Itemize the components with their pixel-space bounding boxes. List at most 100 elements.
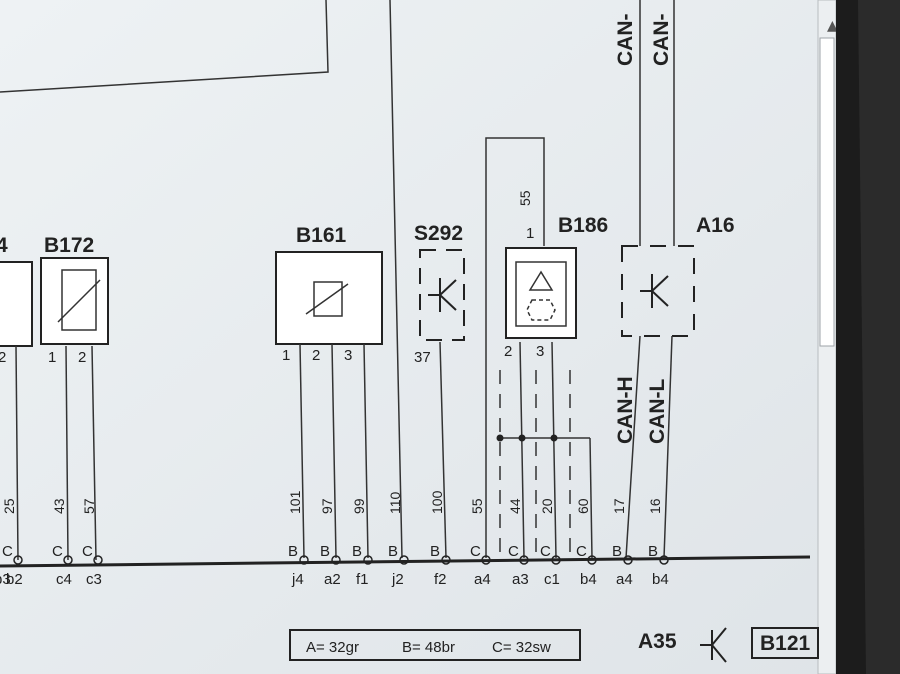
component-b172: B172 1 2	[40, 234, 109, 561]
connector-dot	[363, 555, 373, 565]
svg-text:37: 37	[414, 349, 431, 366]
svg-text:55: 55	[517, 190, 533, 206]
wire-pin-letter: B	[430, 543, 440, 560]
terminal-label: b4	[652, 571, 669, 588]
wire-number: 44	[507, 498, 523, 514]
top-frame-box	[0, 0, 329, 93]
can-h-label: CAN-H	[614, 376, 637, 444]
wire-pin-letter: C	[540, 543, 551, 560]
wire-number: 20	[539, 498, 555, 514]
wire-number: 55	[469, 498, 485, 514]
wire-number: 60	[575, 498, 591, 514]
wire-pin-letter: B	[648, 543, 658, 560]
svg-text:2: 2	[504, 343, 512, 360]
scroll-up-arrow-icon[interactable]: ▲	[827, 18, 838, 34]
wire-number: 97	[319, 498, 335, 514]
wire-pin-letter: B	[388, 543, 398, 560]
wire-pin-letter: B	[288, 543, 298, 560]
terminal-label: a4	[474, 571, 491, 588]
svg-text:2: 2	[0, 349, 6, 366]
terminal-label: b4	[580, 571, 597, 588]
connector-dot	[623, 555, 633, 565]
bezel-highlight	[858, 0, 900, 674]
wire-number: 100	[429, 490, 445, 514]
wire-number: 57	[81, 498, 97, 514]
svg-text:3: 3	[344, 347, 352, 364]
connector-dot	[481, 555, 491, 565]
terminal-left-edge: b3	[0, 571, 11, 588]
svg-text:1: 1	[282, 347, 290, 364]
svg-text:A= 32gr: A= 32gr	[306, 639, 359, 656]
wire-number: 99	[351, 498, 367, 514]
wire-pin-letter: C	[82, 543, 93, 560]
svg-text:1: 1	[526, 225, 534, 242]
can-top-label-1: CAN-	[614, 14, 637, 67]
wire-number: 25	[1, 498, 17, 514]
connector-dot	[399, 555, 409, 565]
wire-legend: A= 32gr B= 48br C= 32sw	[289, 629, 581, 661]
connector-dot	[551, 555, 561, 565]
bus-line	[0, 555, 811, 568]
wire-number: 43	[51, 498, 67, 514]
wire-number: 110	[387, 491, 403, 514]
top-long-wire	[389, 0, 403, 559]
terminal-label: f1	[356, 571, 369, 588]
wire-pin-letter: B	[320, 543, 330, 560]
wire-number: 101	[287, 490, 303, 514]
component-s292: S292 37	[414, 222, 465, 559]
component-b121: B121	[751, 627, 819, 659]
svg-text:B= 48br: B= 48br	[402, 639, 455, 656]
wire-pin-letter: C	[470, 543, 481, 560]
s292-label: S292	[414, 222, 463, 245]
a35-label: A35	[638, 630, 677, 653]
vertical-scrollbar[interactable]: ▲	[817, 0, 838, 674]
connector-dot	[93, 555, 103, 565]
component-a16: A16	[621, 0, 735, 559]
junction-dot	[550, 434, 558, 442]
wire-pin-letter: C	[2, 543, 13, 560]
junction-dot	[496, 434, 504, 442]
terminal-label: f2	[434, 571, 447, 588]
connector-dot	[13, 555, 23, 565]
b161-label: B161	[296, 224, 347, 247]
b121-label: B121	[760, 632, 811, 655]
b172-label: B172	[44, 234, 94, 257]
terminal-label: c4	[56, 571, 72, 588]
wire-pin-letter: C	[52, 543, 63, 560]
terminal-label: j2	[391, 571, 404, 588]
terminal-label: c1	[544, 571, 560, 588]
partial-component-left: 4 2	[0, 234, 33, 561]
terminal-label: c3	[86, 571, 102, 588]
transistor-icon	[700, 627, 727, 663]
connector-dot	[63, 555, 73, 565]
wire-pin-letter: B	[352, 543, 362, 560]
connector-dot	[519, 555, 529, 565]
svg-text:2: 2	[78, 349, 86, 366]
component-b186: 55 1 B186 2 3	[485, 137, 608, 559]
svg-text:C= 32sw: C= 32sw	[492, 639, 551, 656]
terminal-label: b2	[6, 571, 23, 588]
scrollbar-thumb[interactable]	[819, 37, 835, 347]
connector-dot	[441, 555, 451, 565]
b186-label: B186	[558, 214, 608, 237]
terminal-label: a2	[324, 571, 341, 588]
svg-text:4: 4	[0, 234, 8, 257]
wire-number: 16	[647, 498, 663, 514]
wire-pin-letter: B	[612, 543, 622, 560]
component-a35: A35	[638, 627, 727, 663]
wire-number: 17	[611, 498, 627, 514]
terminal-label: a4	[616, 571, 633, 588]
svg-text:3: 3	[536, 343, 544, 360]
wire-pin-letter: C	[508, 543, 519, 560]
connector-dot	[299, 555, 309, 565]
wire-pin-letter: C	[576, 543, 587, 560]
a16-label: A16	[696, 214, 735, 237]
terminal-label: a3	[512, 571, 529, 588]
terminal-label: j4	[291, 571, 304, 588]
junction-dot	[518, 434, 526, 442]
paper-background	[0, 0, 835, 674]
svg-text:1: 1	[48, 349, 56, 366]
component-b161: B161 1 2 3	[275, 224, 383, 559]
